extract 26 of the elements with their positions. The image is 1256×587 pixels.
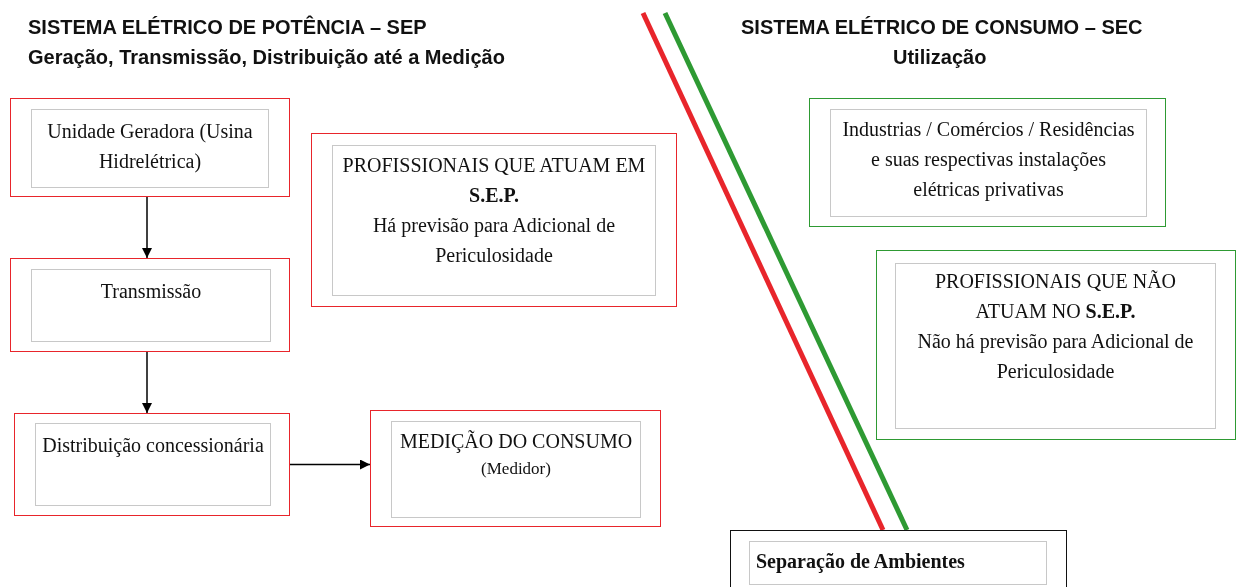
process-box bbox=[14, 413, 290, 516]
arrow bbox=[289, 459, 371, 470]
subheading: Geração, Transmissão, Distribuição até a Medição bbox=[28, 46, 505, 69]
box-heading: MEDIÇÃO DO CONSUMO bbox=[398, 429, 634, 455]
arrow bbox=[142, 351, 152, 414]
box-text: Separação de Ambientes bbox=[755, 549, 966, 575]
box-text: Transmissão bbox=[99, 279, 203, 304]
box-text: Unidade Geradora (Usina Hidrelétrica) bbox=[46, 119, 254, 175]
box-heading: PROFISSIONAIS QUE NÃO ATUAM NO S.E.P. bbox=[933, 269, 1178, 324]
info-box bbox=[809, 98, 1166, 227]
arrow bbox=[142, 196, 152, 259]
process-box bbox=[10, 98, 290, 197]
subheading: Utilização bbox=[893, 46, 987, 69]
info-box bbox=[876, 250, 1236, 440]
box-text: (Medidor) bbox=[480, 458, 552, 480]
heading: SISTEMA ELÉTRICO DE POTÊNCIA – SEP bbox=[28, 16, 427, 39]
process-box bbox=[10, 258, 290, 352]
box-text: Distribuição concessionária bbox=[41, 433, 265, 459]
box-text: Há previsão para Adicional de Periculosidade bbox=[371, 213, 617, 268]
label-box bbox=[730, 530, 1067, 587]
process-box bbox=[311, 133, 677, 307]
heading: SISTEMA ELÉTRICO DE CONSUMO – SEC bbox=[741, 16, 1143, 39]
box-heading: PROFISSIONAIS QUE ATUAM EM S.E.P. bbox=[341, 153, 647, 208]
process-box bbox=[370, 410, 661, 527]
box-text: Industrias / Comércios / Residências e suas respectivas instalações elétricas privativas bbox=[841, 117, 1136, 203]
box-text: Não há previsão para Adicional de Periculosidade bbox=[916, 329, 1195, 384]
